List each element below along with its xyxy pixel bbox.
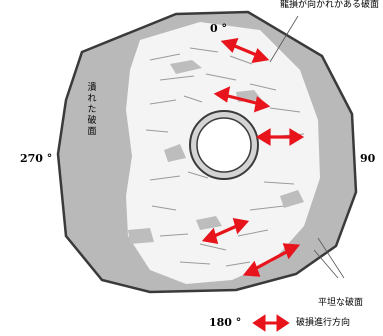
texture-marks — [145, 47, 305, 267]
angle-270-label: 270 ° — [20, 152, 53, 165]
top-note-label: 龍損が向かれかある破面 — [280, 0, 380, 10]
legend-arrow-icon — [252, 314, 290, 332]
flat-surface-label: 平坦な破面 — [318, 298, 364, 308]
angle-90-label: 90 — [360, 152, 376, 165]
center-hole — [196, 117, 252, 173]
flat-surface-leaders — [313, 237, 345, 279]
crack-arrows — [201, 37, 305, 277]
crack-arrow-lower-left — [201, 217, 250, 245]
top-note-leader — [269, 15, 299, 63]
crack-arrow-upper-left — [213, 86, 271, 113]
angle-180-label: 180 ° — [209, 316, 242, 329]
crack-arrow-top — [220, 37, 270, 64]
legend-label: 破損進行方向 — [296, 318, 351, 328]
crack-arrow-right — [255, 128, 305, 146]
angle-0-label: 0 ° — [210, 22, 227, 35]
crushed-surface-label: 潰れた破面 — [87, 83, 97, 137]
crack-arrow-bottom — [242, 243, 301, 277]
